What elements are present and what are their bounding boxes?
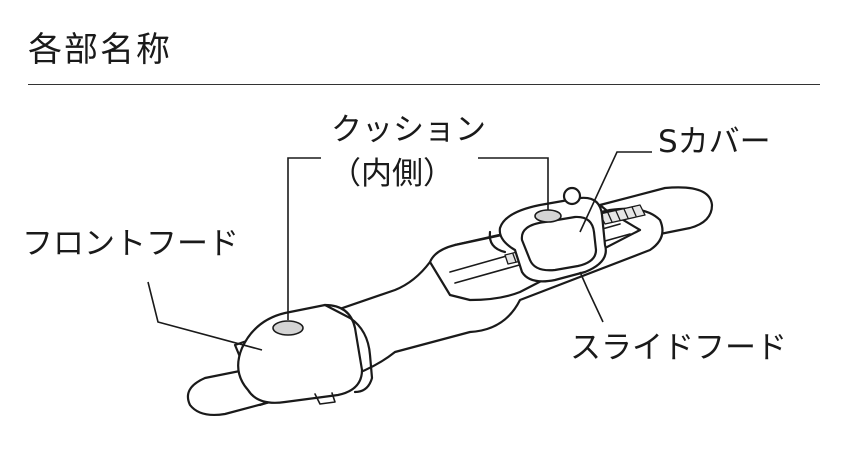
label-slide-hood: スライドフード: [570, 330, 787, 366]
label-front-hood: フロントフード: [22, 226, 239, 262]
cushion-pad-front: [272, 320, 304, 336]
leader-slide-hood: [579, 271, 604, 323]
label-cushion-inner: （内側）: [330, 156, 454, 192]
label-cushion: クッション: [331, 112, 486, 148]
front-hood-side: [323, 303, 374, 394]
front-hood: [237, 303, 364, 404]
leader-cushion-rear: [478, 157, 549, 210]
label-s-cover: Sカバー: [658, 124, 771, 160]
title-divider: [28, 84, 820, 85]
leader-cushion-front: [287, 157, 321, 320]
leader-s-cover: [579, 151, 652, 233]
s-cover-knob: [562, 186, 582, 206]
front-hood-notch: [314, 392, 336, 405]
page-title: 各部名称: [28, 30, 172, 70]
s-cover-collar: [488, 230, 507, 254]
s-cover-front: [520, 215, 598, 272]
cushion-pad-rear: [534, 209, 562, 223]
leader-front-hood: [147, 281, 263, 351]
